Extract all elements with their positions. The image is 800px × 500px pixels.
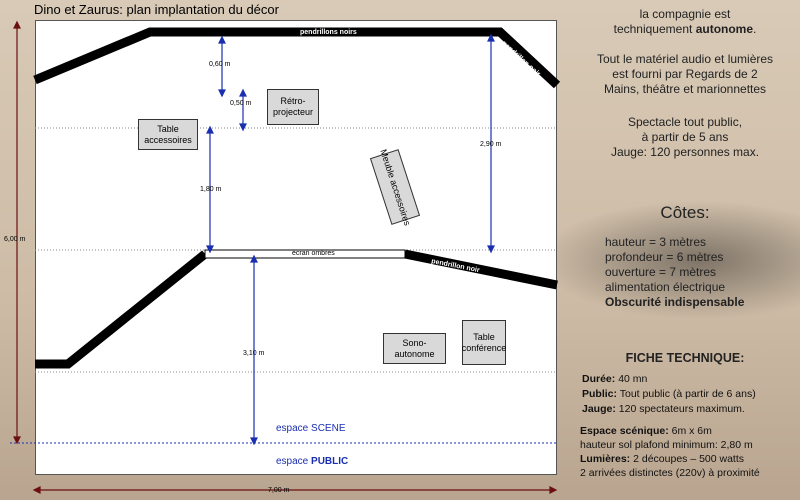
fiche-espace: Espace scénique: 6m x 6m (580, 425, 712, 437)
pendrillon-mid-left (35, 250, 208, 369)
fiche-technique-title: FICHE TECHNIQUE: (625, 351, 745, 365)
table-accessoires-box: Table accessoires (138, 119, 198, 150)
ecran-ombres-label: écran ombres (292, 250, 335, 257)
espace-scene-label: espace SCENE (276, 423, 346, 434)
cotes-title: Côtes: (660, 203, 710, 222)
cotes-list: hauteur = 3 mètres profondeur = 6 mètres… (605, 235, 745, 309)
fiche-hauteur: hauteur sol plafond minimum: 2,80 m (580, 439, 753, 451)
dim-label-290: 2,90 m (480, 141, 502, 148)
pendrillon-mid-right (404, 249, 558, 290)
dim-label-060: 0,60 m (209, 61, 231, 68)
fiche-arrivees: 2 arrivées distinctes (220v) à proximité (580, 467, 760, 479)
sono-autonome-box: Sono-autonome (383, 333, 446, 364)
retro-projecteur-box: Rétro-projecteur (267, 89, 319, 125)
pendrillon-top (33, 27, 561, 89)
materiel-note: Tout le matériel audio et lumières est f… (596, 52, 774, 96)
spectacle-note: Spectacle tout public, à partir de 5 ans… (610, 115, 760, 159)
dim-label-180: 1,80 m (200, 186, 222, 193)
dim-label-700: 7,00 m (268, 487, 290, 494)
pendrillons-noirs-label: pendrillons noirs (300, 29, 357, 36)
dim-label-310: 3,10 m (243, 350, 265, 357)
info-panel: la compagnie est techniquement autonome.… (570, 0, 800, 500)
autonome-note: la compagnie est techniquement autonome. (613, 7, 757, 36)
page-title: Dino et Zaurus: plan implantation du déc… (34, 2, 279, 17)
espace-public-label: espace PUBLIC (276, 456, 349, 467)
dim-label-050: 0,50 m (230, 100, 252, 107)
floor-plan: Dino et Zaurus: plan implantation du déc… (4, 2, 561, 494)
dim-label-600: 6,00 m (4, 236, 26, 243)
fiche-lumieres: Lumières: 2 découpes – 500 watts (580, 453, 745, 465)
plan-drawing (10, 20, 561, 494)
table-conference-box: Table conférence (462, 320, 506, 365)
fiche-public: Public: Tout public (à partir de 6 ans) (582, 388, 756, 400)
fiche-duree: Durée: 40 mn (582, 373, 648, 385)
fiche-jauge: Jauge: 120 spectateurs maximum. (582, 403, 745, 415)
